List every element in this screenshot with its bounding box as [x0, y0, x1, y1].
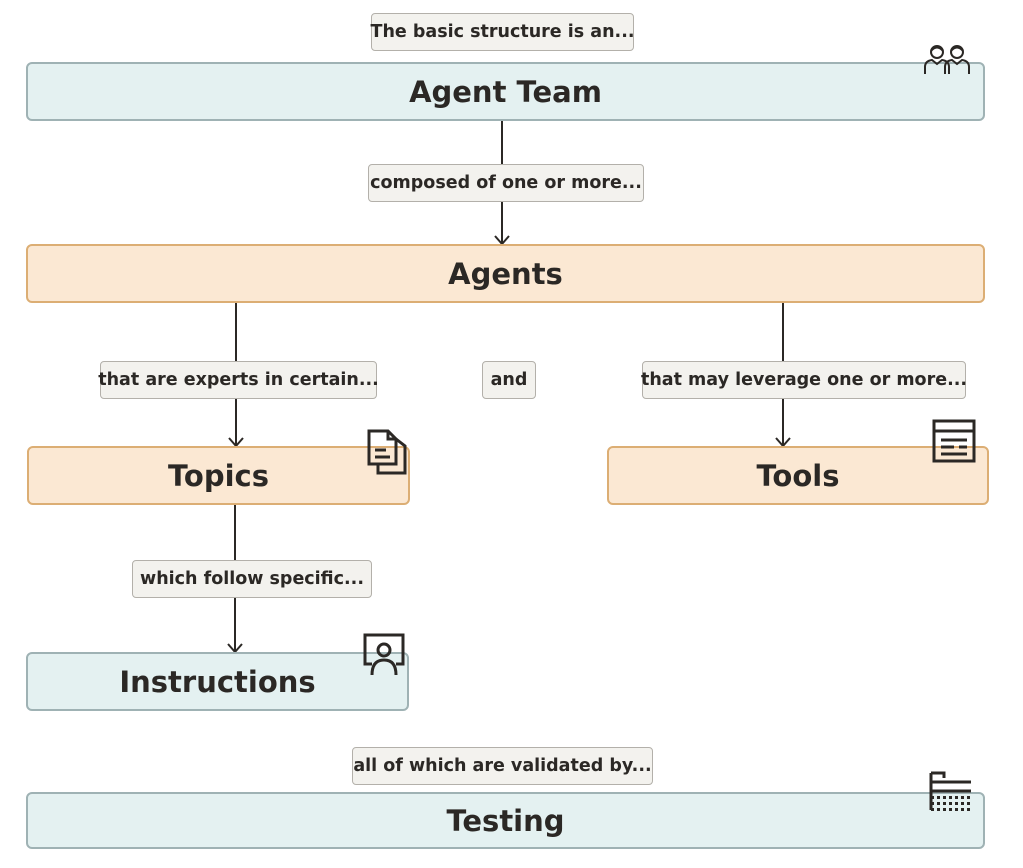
documents-icon [367, 429, 407, 475]
node-testing-label: Testing [446, 803, 565, 838]
node-topics: Topics [27, 446, 410, 505]
label-intro: The basic structure is an... [371, 13, 634, 51]
label-validated: all of which are validated by... [352, 747, 653, 785]
node-agent-team-label: Agent Team [409, 74, 602, 109]
label-experts: that are experts in certain... [98, 361, 379, 399]
label-composed: composed of one or more... [368, 164, 644, 202]
node-agents-label: Agents [448, 256, 563, 291]
label-leverage: that may leverage one or more... [641, 361, 967, 399]
label-and: and [482, 361, 536, 399]
node-agents: Agents [26, 244, 985, 303]
node-tools-label: Tools [756, 458, 840, 493]
node-topics-label: Topics [167, 458, 269, 493]
node-tools: Tools [607, 446, 989, 505]
toolbox-icon [932, 419, 976, 463]
node-instructions-label: Instructions [119, 664, 316, 699]
presenter-icon [363, 633, 405, 676]
people-icon [924, 45, 970, 74]
node-testing: Testing [26, 792, 985, 849]
label-follow: which follow specific... [132, 560, 372, 598]
test-rack-icon [929, 771, 971, 811]
node-instructions: Instructions [26, 652, 409, 711]
node-agent-team: Agent Team [26, 62, 985, 121]
